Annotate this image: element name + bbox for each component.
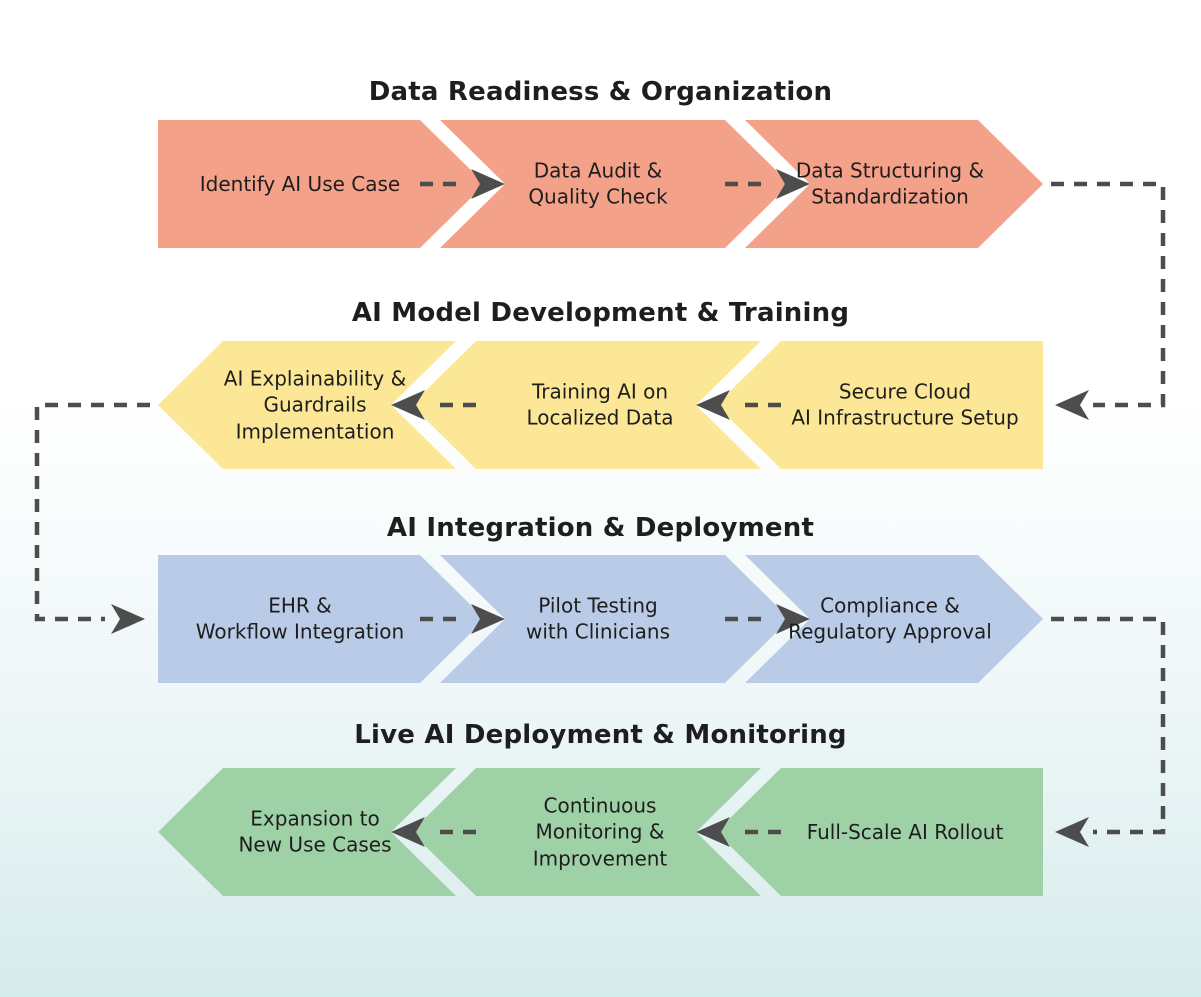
arrowhead-icon <box>111 604 145 634</box>
step-label: Full-Scale AI Rollout <box>806 819 1004 844</box>
step-label: AI Explainability & Guardrails Implement… <box>223 366 407 444</box>
chevron-step <box>745 555 1043 683</box>
chevron-band-row1 <box>158 120 1043 248</box>
chevron-step <box>745 120 1043 248</box>
step-label: Data Structuring & Standardization <box>795 158 985 209</box>
chevron-step <box>440 120 790 248</box>
arrowhead-icon <box>696 390 730 420</box>
arrowhead-icon <box>1055 817 1089 847</box>
chevron-step <box>716 768 1043 896</box>
chevron-step <box>411 768 761 896</box>
chevron-step <box>158 120 485 248</box>
arrowhead-icon <box>471 169 505 199</box>
arrowhead-icon <box>471 604 505 634</box>
chevron-step <box>411 341 761 469</box>
dashed-connector-row3-row4 <box>1051 616 1166 835</box>
row-title-integration-deployment: AI Integration & Deployment <box>386 513 815 543</box>
chevron-step <box>158 768 456 896</box>
arrowhead-icon <box>391 817 425 847</box>
chevron-band-row3 <box>158 555 1043 683</box>
chevron-step <box>716 341 1043 469</box>
step-label: Continuous Monitoring & Improvement <box>532 793 668 871</box>
chevron-band-row4 <box>158 768 1043 896</box>
chevron-step <box>158 341 456 469</box>
chevron-step <box>158 555 485 683</box>
dashed-connector-row1-row2 <box>1051 181 1166 408</box>
arrowhead-icon <box>1055 390 1089 420</box>
step-label: Data Audit & Quality Check <box>528 158 668 209</box>
row-title-data-readiness: Data Readiness & Organization <box>368 77 833 107</box>
chevron-band-row2 <box>158 341 1043 469</box>
row-title-live-deployment: Live AI Deployment & Monitoring <box>354 720 847 750</box>
dashed-connector-row2-row3 <box>34 402 150 622</box>
step-label: Identify AI Use Case <box>199 171 401 196</box>
arrowhead-icon <box>696 817 730 847</box>
arrowhead-icon <box>776 604 810 634</box>
arrowhead-icon <box>391 390 425 420</box>
step-label: Expansion to New Use Cases <box>238 806 392 857</box>
step-label: Training AI on Localized Data <box>526 379 674 430</box>
chevron-step <box>440 555 790 683</box>
row-title-model-development: AI Model Development & Training <box>351 298 850 328</box>
arrowhead-icon <box>776 169 810 199</box>
step-label: EHR & Workflow Integration <box>195 593 405 644</box>
step-label: Secure Cloud AI Infrastructure Setup <box>791 379 1019 430</box>
step-label: Pilot Testing with Clinicians <box>525 593 670 644</box>
step-label: Compliance & Regulatory Approval <box>788 593 992 644</box>
